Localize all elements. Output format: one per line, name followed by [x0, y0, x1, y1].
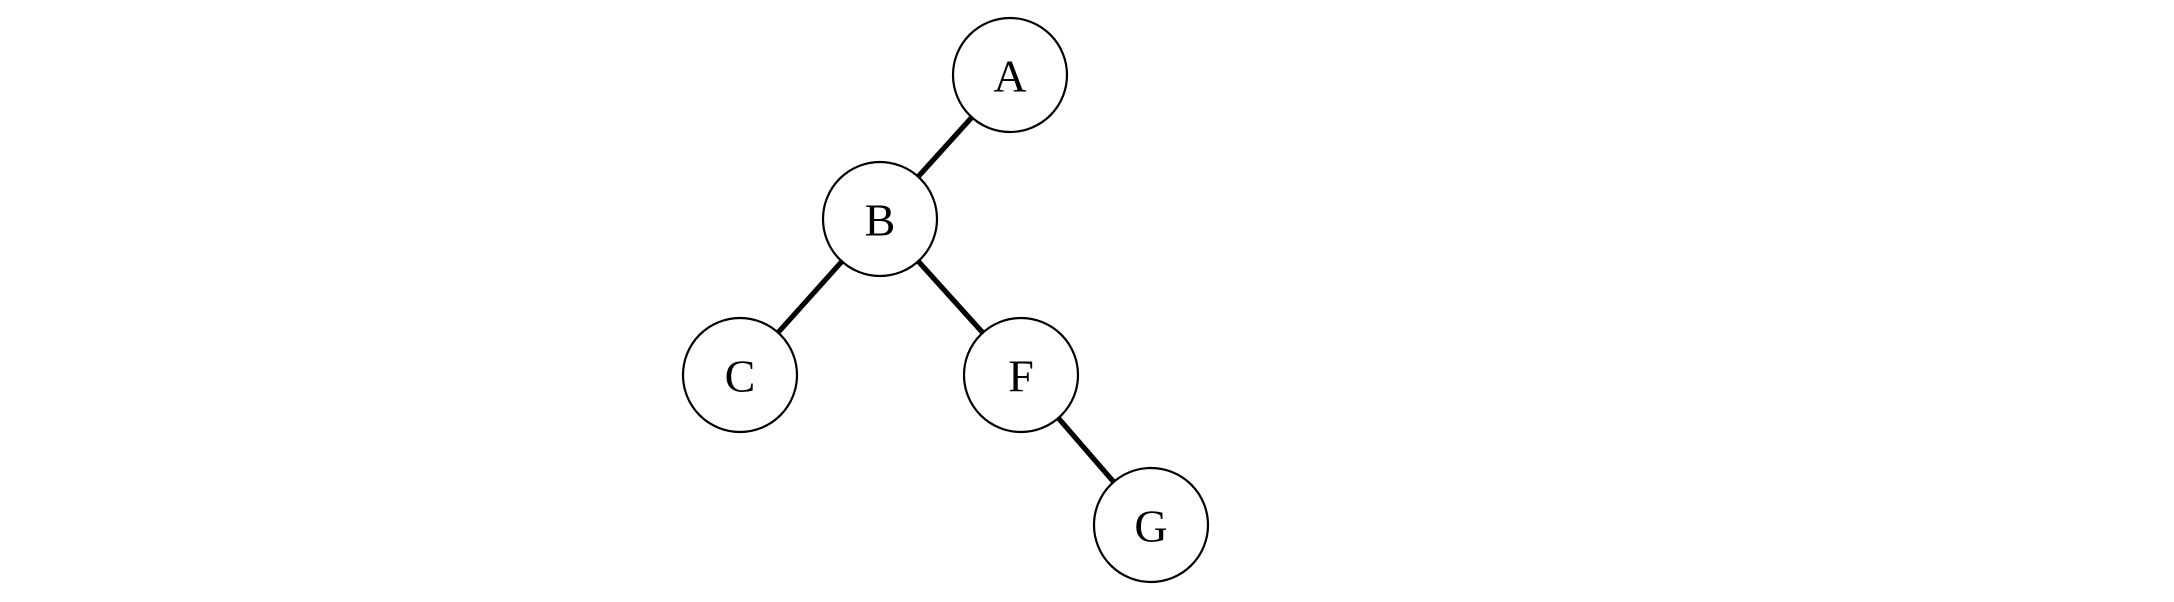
nodes-layer: A B C F G [681, 16, 1210, 584]
node-c-label: C [725, 351, 756, 402]
node-f-circle[interactable] [962, 316, 1080, 434]
node-c-circle[interactable] [681, 316, 799, 434]
node-b-label: B [865, 195, 896, 246]
edge-b-c [775, 258, 845, 336]
edge-f-g [1055, 415, 1117, 485]
node-b-circle[interactable] [821, 160, 939, 278]
node-g-label: G [1134, 501, 1167, 552]
node-a[interactable]: A [951, 16, 1069, 134]
node-a-label: A [993, 51, 1026, 102]
node-b[interactable]: B [821, 160, 939, 278]
node-a-circle[interactable] [951, 16, 1069, 134]
edges-layer [775, 114, 1117, 485]
edge-a-b [915, 114, 975, 180]
node-c[interactable]: C [681, 316, 799, 434]
node-g[interactable]: G [1092, 466, 1210, 584]
node-g-circle[interactable] [1092, 466, 1210, 584]
edge-b-f [915, 258, 986, 336]
node-f-label: F [1008, 351, 1034, 402]
node-f[interactable]: F [962, 316, 1080, 434]
